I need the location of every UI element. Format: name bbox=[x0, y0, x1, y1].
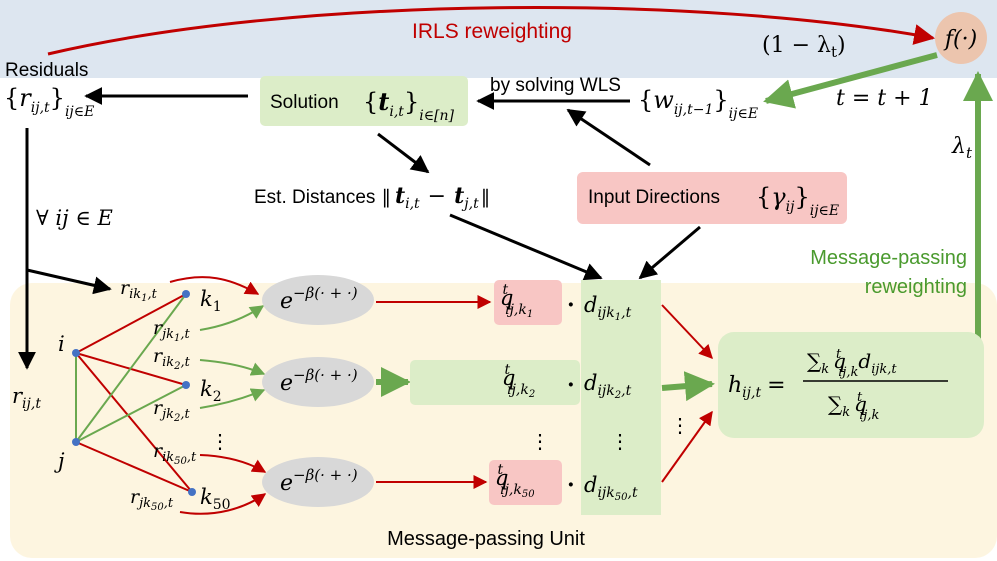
dot-2: · bbox=[567, 372, 575, 398]
input-directions-label: Input Directions bbox=[588, 187, 720, 208]
edge-j-k2 bbox=[75, 384, 187, 443]
arrow-rjk2-to-exp2 bbox=[199, 388, 266, 409]
f-circle bbox=[935, 12, 987, 64]
d-vdots: ⋮ bbox=[610, 429, 630, 453]
node-j bbox=[72, 438, 80, 446]
label-j: j bbox=[54, 449, 65, 473]
mp-reweighting-line1: Message-passing bbox=[810, 247, 967, 269]
h-lhs: hij,t= bbox=[728, 373, 786, 401]
label-k1: k1 bbox=[200, 287, 222, 315]
q-box-50 bbox=[489, 460, 562, 505]
d-column bbox=[581, 280, 661, 515]
solution-box bbox=[260, 76, 468, 126]
t-update: t = t + 1 bbox=[836, 86, 933, 111]
arrow-solution-to-est bbox=[377, 132, 430, 174]
label-r-jk2: rjk2,t bbox=[153, 397, 191, 424]
arrow-d50-to-h bbox=[661, 410, 713, 483]
node-k50 bbox=[188, 488, 196, 496]
label-k50: k50 bbox=[200, 485, 231, 513]
dot-1: · bbox=[567, 292, 575, 318]
wls-label: by solving WLS bbox=[490, 75, 621, 96]
node-i bbox=[72, 349, 80, 357]
mid-vdots: ⋮ bbox=[670, 413, 690, 437]
irls-label: IRLS reweighting bbox=[412, 20, 572, 43]
arrow-residuals-branch bbox=[26, 268, 112, 295]
solution-label: Solution bbox=[270, 92, 339, 113]
arrow-rik50-to-exp50 bbox=[199, 454, 267, 473]
label-r-ij: rij,t bbox=[12, 384, 41, 412]
exp-ellipse-1 bbox=[262, 275, 374, 325]
d-term-1: dijk1,t bbox=[584, 293, 632, 323]
node-k2 bbox=[182, 381, 190, 389]
est-distances: Est. Distances‖ti,t−tj,t‖ bbox=[254, 183, 490, 212]
mp-reweighting-line2: reweighting bbox=[865, 276, 967, 298]
arrow-rjk1-to-exp1 bbox=[199, 305, 265, 331]
label-i: i bbox=[58, 332, 65, 356]
arrow-input-to-wls bbox=[566, 108, 651, 167]
f-label: f(·) bbox=[943, 27, 977, 52]
edge-j-k50 bbox=[75, 441, 193, 493]
exp-ellipse-2 bbox=[262, 357, 374, 407]
label-k2: k2 bbox=[200, 377, 222, 405]
residuals-title: Residuals bbox=[5, 60, 88, 81]
one-minus-lambda: (1 − λt) bbox=[762, 33, 846, 61]
label-r-ik1: rik1,t bbox=[120, 277, 158, 304]
residuals-set: {rij,t}ij∈E bbox=[4, 84, 94, 120]
mp-unit-label: Message-passing Unit bbox=[387, 528, 585, 550]
exp-2: e−β(· + ·) bbox=[280, 366, 358, 396]
exp-1: e−β(· + ·) bbox=[280, 284, 358, 314]
input-directions-set: {γij}ij∈E bbox=[756, 183, 839, 219]
dot-50: · bbox=[567, 472, 575, 498]
arrow-d2-to-h bbox=[661, 371, 715, 402]
solution-set: {ti,t}i∈[n] bbox=[363, 87, 455, 124]
edge-i-k50 bbox=[75, 352, 193, 493]
label-r-jk50: rjk50,t bbox=[130, 486, 174, 513]
arrow-rjk50-to-exp50 bbox=[179, 493, 267, 515]
arrow-rik1-to-exp1 bbox=[169, 276, 260, 295]
arrow-d1-to-h bbox=[661, 304, 713, 360]
weights-set: {wij,t−1}ij∈E bbox=[638, 86, 758, 122]
edge-i-k1 bbox=[75, 293, 187, 354]
exp-50: e−β(· + ·) bbox=[280, 466, 358, 496]
q-vdots: ⋮ bbox=[530, 429, 550, 453]
edge-j-k1 bbox=[75, 293, 187, 443]
arrow-f-to-weights bbox=[763, 52, 938, 109]
exp-ellipse-50 bbox=[262, 457, 374, 507]
label-r-ik50: rik50,t bbox=[153, 440, 197, 467]
graph-vdots: ⋮ bbox=[210, 429, 230, 453]
q-box-1 bbox=[494, 280, 562, 325]
irls-arrow bbox=[47, 6, 936, 56]
arrow-rik2-to-exp2 bbox=[199, 359, 266, 376]
forall-label: ∀ ij ∈ E bbox=[36, 206, 113, 230]
h-box bbox=[718, 332, 984, 438]
lambda-t: λt bbox=[951, 134, 973, 162]
arrow-est-to-d bbox=[449, 213, 603, 281]
label-r-ik2: rik2,t bbox=[153, 345, 191, 372]
node-k1 bbox=[182, 290, 190, 298]
label-r-jk1: rjk1,t bbox=[153, 317, 191, 344]
arrow-input-to-d bbox=[638, 225, 701, 280]
top-band bbox=[0, 0, 997, 78]
d-term-50: dijk50,t bbox=[584, 473, 638, 503]
input-directions-box bbox=[577, 172, 847, 224]
q-box-2 bbox=[410, 360, 580, 405]
d-term-2: dijk2,t bbox=[584, 371, 632, 401]
